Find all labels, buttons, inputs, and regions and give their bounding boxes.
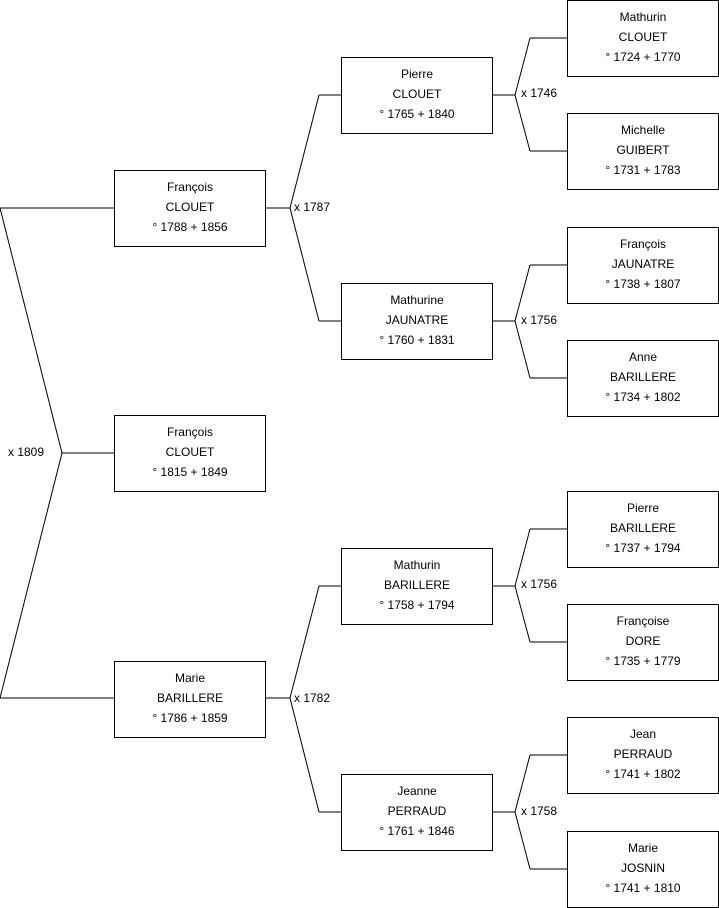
person-box[interactable]: Pierre CLOUET ° 1765 + 1840 xyxy=(341,57,493,134)
connector-line xyxy=(514,811,531,870)
marriage-label: x 1756 xyxy=(521,577,558,591)
person-box[interactable]: Michelle GUIBERT ° 1731 + 1783 xyxy=(567,113,719,190)
person-given-name: Françoise xyxy=(616,614,670,628)
person-box[interactable]: Pierre BARILLERE ° 1737 + 1794 xyxy=(567,491,719,568)
connector-line xyxy=(289,94,320,209)
person-box[interactable]: François CLOUET ° 1788 + 1856 xyxy=(114,170,266,247)
person-dates: ° 1737 + 1794 xyxy=(605,541,681,555)
person-box[interactable]: François JAUNATRE ° 1738 + 1807 xyxy=(567,227,719,304)
person-surname: BARILLERE xyxy=(156,691,224,705)
person-box[interactable]: Anne BARILLERE ° 1734 + 1802 xyxy=(567,340,719,417)
person-given-name: François xyxy=(619,237,666,251)
person-box[interactable]: Jean PERRAUD ° 1741 + 1802 xyxy=(567,717,719,794)
person-surname: GUIBERT xyxy=(616,143,670,157)
marriage-label: x 1756 xyxy=(521,313,558,327)
connector-line xyxy=(514,528,531,587)
person-dates: ° 1724 + 1770 xyxy=(605,50,681,64)
person-surname: JAUNATRE xyxy=(611,257,675,271)
person-dates: ° 1741 + 1810 xyxy=(605,881,681,895)
person-surname: BARILLERE xyxy=(383,578,451,592)
marriage-label: x 1746 xyxy=(521,86,558,100)
person-dates: ° 1731 + 1783 xyxy=(605,163,681,177)
person-given-name: Marie xyxy=(174,671,205,685)
person-surname: CLOUET xyxy=(165,445,215,459)
connector-line xyxy=(289,207,320,322)
person-surname: CLOUET xyxy=(165,200,215,214)
person-given-name: Jeanne xyxy=(397,784,437,798)
person-surname: CLOUET xyxy=(618,30,668,44)
person-surname: CLOUET xyxy=(392,87,442,101)
connector-line xyxy=(289,697,320,813)
person-dates: ° 1765 + 1840 xyxy=(379,107,455,121)
person-dates: ° 1738 + 1807 xyxy=(605,277,681,291)
person-box[interactable]: Marie BARILLERE ° 1786 + 1859 xyxy=(114,661,266,738)
person-box[interactable]: Françoise DORE ° 1735 + 1779 xyxy=(567,604,719,681)
connector-line xyxy=(514,94,531,152)
connector-line xyxy=(514,320,531,379)
marriage-label: x 1787 xyxy=(294,200,331,214)
person-dates: ° 1741 + 1802 xyxy=(605,767,681,781)
person-dates: ° 1788 + 1856 xyxy=(152,220,228,234)
person-given-name: François xyxy=(166,180,213,194)
person-dates: ° 1758 + 1794 xyxy=(379,598,455,612)
person-surname: JOSNIN xyxy=(620,861,665,875)
person-given-name: François xyxy=(166,425,213,439)
person-given-name: Jean xyxy=(629,727,657,741)
person-dates: ° 1786 + 1859 xyxy=(152,711,228,725)
person-given-name: Pierre xyxy=(626,501,659,515)
person-given-name: Mathurin xyxy=(393,558,441,572)
person-given-name: Anne xyxy=(628,350,658,364)
person-dates: ° 1735 + 1779 xyxy=(605,654,681,668)
person-surname: JAUNATRE xyxy=(385,313,449,327)
person-surname: PERRAUD xyxy=(613,747,673,761)
connector-line xyxy=(289,585,320,699)
connector-line xyxy=(514,754,531,813)
connector-line xyxy=(0,207,63,454)
person-box[interactable]: Mathurin CLOUET ° 1724 + 1770 xyxy=(567,0,719,77)
person-box[interactable]: François CLOUET ° 1815 + 1849 xyxy=(114,415,266,492)
connector-line xyxy=(0,452,63,699)
person-box[interactable]: Jeanne PERRAUD ° 1761 + 1846 xyxy=(341,774,493,851)
marriage-label: x 1782 xyxy=(294,691,331,705)
marriage-label: x 1758 xyxy=(521,804,558,818)
connector-line xyxy=(514,37,531,96)
person-dates: ° 1734 + 1802 xyxy=(605,390,681,404)
person-box[interactable]: Marie JOSNIN ° 1741 + 1810 xyxy=(567,831,719,908)
person-surname: PERRAUD xyxy=(387,804,447,818)
person-dates: ° 1761 + 1846 xyxy=(379,824,455,838)
person-surname: DORE xyxy=(625,634,661,648)
person-surname: BARILLERE xyxy=(609,370,677,384)
connector-line xyxy=(514,585,531,643)
person-given-name: Pierre xyxy=(400,67,433,81)
person-box[interactable]: Mathurin BARILLERE ° 1758 + 1794 xyxy=(341,548,493,625)
person-dates: ° 1760 + 1831 xyxy=(379,333,455,347)
marriage-label: x 1809 xyxy=(8,445,45,459)
person-given-name: Mathurin xyxy=(619,10,667,24)
person-surname: BARILLERE xyxy=(609,521,677,535)
person-given-name: Michelle xyxy=(620,123,665,137)
person-given-name: Marie xyxy=(627,841,658,855)
person-box[interactable]: Mathurine JAUNATRE ° 1760 + 1831 xyxy=(341,283,493,360)
person-given-name: Mathurine xyxy=(390,293,444,307)
person-dates: ° 1815 + 1849 xyxy=(152,465,228,479)
connector-line xyxy=(514,264,531,322)
